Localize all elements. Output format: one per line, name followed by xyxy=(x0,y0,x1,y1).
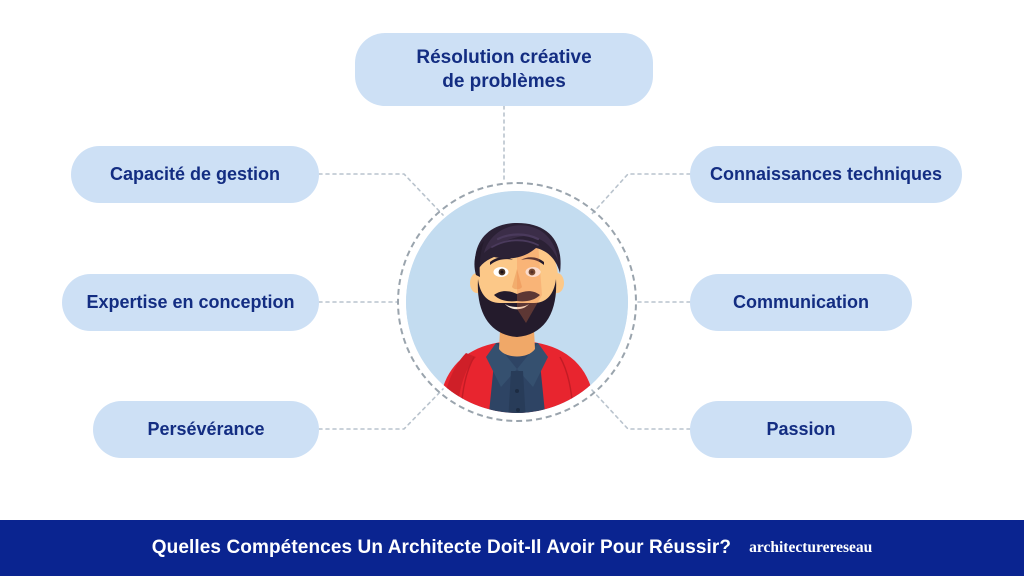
skill-pill-communication[interactable]: Communication xyxy=(690,274,912,331)
connector-lines xyxy=(318,105,691,430)
skill-pill-creative-problem-solving[interactable]: Résolution créative de problèmes xyxy=(355,33,653,106)
avatar-disc xyxy=(406,191,628,413)
skill-label: Persévérance xyxy=(147,418,265,439)
skill-label: Expertise en conception xyxy=(86,291,295,312)
skill-pill-technical-knowledge[interactable]: Connaissances techniques xyxy=(690,146,962,203)
connector-right-top xyxy=(590,173,691,216)
skill-label: Passion xyxy=(766,418,836,439)
banner-title: Quelles Compétences Un Architecte Doit-I… xyxy=(151,537,732,558)
connector-left-bottom xyxy=(318,388,444,430)
bottom-banner: Quelles Compétences Un Architecte Doit-I… xyxy=(0,520,1024,576)
skill-label: Connaissances techniques xyxy=(709,163,943,184)
dashed-ring xyxy=(397,182,637,422)
avatar-icon xyxy=(406,191,628,413)
skill-pill-perseverance[interactable]: Persévérance xyxy=(93,401,319,458)
connector-left-top xyxy=(318,173,444,216)
skill-pill-design-expertise[interactable]: Expertise en conception xyxy=(62,274,319,331)
skill-pill-management-capacity[interactable]: Capacité de gestion xyxy=(71,146,319,203)
skill-label: Communication xyxy=(732,291,869,312)
skill-pill-passion[interactable]: Passion xyxy=(690,401,912,458)
connector-right-bottom xyxy=(590,388,691,430)
skill-label: Capacité de gestion xyxy=(109,163,281,184)
center-avatar-node xyxy=(397,182,637,422)
site-logo-text: architecturereseau xyxy=(749,539,873,556)
skill-label: Résolution créative de problèmes xyxy=(416,47,592,92)
